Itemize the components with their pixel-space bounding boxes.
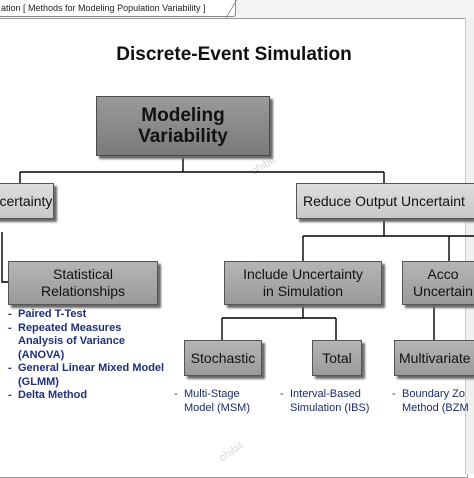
connector-uncertainty-left: [1, 232, 8, 283]
list-item: -Multi-Stage Model (MSM): [174, 388, 251, 414]
page-title: Discrete-Event Simulation: [116, 44, 352, 65]
list-item: -General Linear Mixed Model (GLMM): [8, 362, 165, 388]
list-item: -Boundary Zo Method (BZM: [392, 388, 469, 414]
node-uncertainty: Uncertainty: [0, 183, 54, 219]
list-item: -Delta Method: [8, 389, 88, 401]
list-item: -Paired T-Test: [8, 308, 87, 320]
node-stochastic: Stochastic: [184, 340, 262, 376]
list-item: -Interval-Based Simulation (IBS): [280, 388, 370, 414]
node-account-uncertainty: Acco Uncertain: [402, 261, 474, 305]
node-total: Total: [312, 340, 362, 376]
node-multivariate: Multivariate: [394, 340, 474, 376]
tab-methods-document[interactable]: ation [ Methods for Modeling Population …: [0, 0, 236, 17]
tab-strip: ation [ Methods for Modeling Population …: [0, 0, 474, 19]
list-item: -Repeated Measures Analysis of Variance …: [8, 321, 125, 361]
list-multivariate-methods: -Boundary Zo Method (BZM: [392, 388, 474, 415]
list-total-methods: -Interval-Based Simulation (IBS): [280, 388, 388, 415]
node-reduce-output-uncertainty: Reduce Output Uncertaint: [296, 183, 474, 219]
document-frame: [0, 18, 468, 478]
node-modeling-variability: Modeling Variability: [96, 96, 270, 156]
list-stochastic-methods: -Multi-Stage Model (MSM): [174, 388, 270, 415]
list-statistical-methods: -Paired T-Test -Repeated Measures Analys…: [8, 308, 168, 403]
node-statistical-relationships: Statistical Relationships: [8, 261, 158, 305]
vertical-scrollbar[interactable]: [465, 18, 474, 474]
node-include-uncertainty: Include Uncertainty in Simulation: [224, 261, 382, 305]
